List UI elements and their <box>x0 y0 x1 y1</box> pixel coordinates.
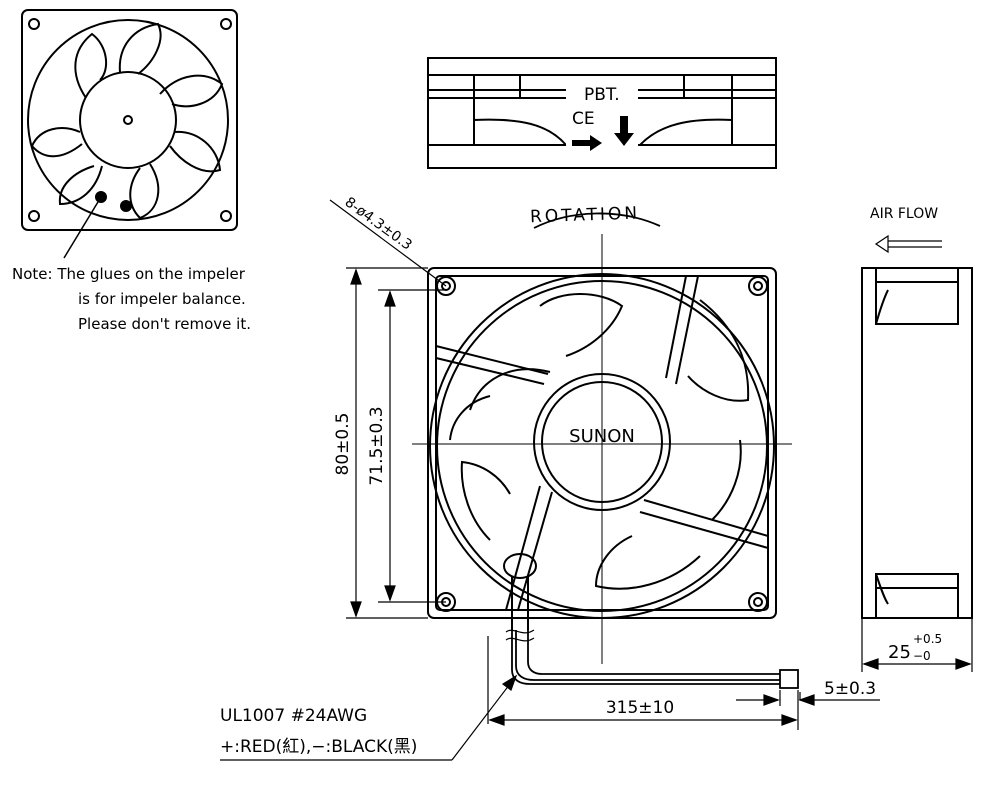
small-fan-view <box>21 9 238 231</box>
strip-length-dimension <box>736 690 880 706</box>
side-view <box>861 267 973 619</box>
cable-spec-label: UL1007 #24AWG <box>220 706 367 726</box>
note-line-1: Note: The glues on the impeler <box>12 265 246 283</box>
hole-spacing-dimension <box>378 289 446 603</box>
thickness-label: 25 <box>888 642 911 663</box>
note-line-3: Please don't remove it. <box>78 315 251 333</box>
strip-length-label: 5±0.3 <box>824 679 876 699</box>
flow-arrow-icon <box>614 116 634 146</box>
glue-dot-2 <box>120 200 132 212</box>
hole-spec-label: 8-ø4.3±0.3 <box>342 194 415 253</box>
hole-leader <box>329 199 447 287</box>
top-view <box>427 57 777 169</box>
air-flow-label: AIR FLOW <box>870 206 938 222</box>
cable <box>505 629 799 689</box>
cable-spec-leader <box>220 674 518 761</box>
brand-label: SUNON <box>569 426 635 447</box>
thickness-tol-minus: −0 <box>913 649 931 663</box>
rotation-arc <box>533 212 661 229</box>
note-leader-line <box>63 196 102 259</box>
air-flow-arrow-icon <box>874 234 942 254</box>
outer-size-label: 80±0.5 <box>333 413 353 476</box>
ce-mark: CE <box>572 109 595 129</box>
thickness-dimension <box>861 618 973 672</box>
material-label: PBT. <box>584 85 620 105</box>
outer-size-dimension <box>346 267 428 619</box>
lead-length-label: 315±10 <box>606 698 674 718</box>
rotation-arrow-icon <box>572 135 602 151</box>
hole-spacing-label: 71.5±0.3 <box>367 406 387 485</box>
centerlines <box>412 234 792 664</box>
note-line-2: is for impeler balance. <box>78 290 246 308</box>
front-view <box>427 267 777 630</box>
rotation-label: ROTATION <box>530 203 641 227</box>
lead-length-dimension <box>487 636 799 730</box>
cable-colors-label: +:RED(紅),−:BLACK(黑) <box>220 737 417 757</box>
thickness-tol-plus: +0.5 <box>913 632 942 646</box>
